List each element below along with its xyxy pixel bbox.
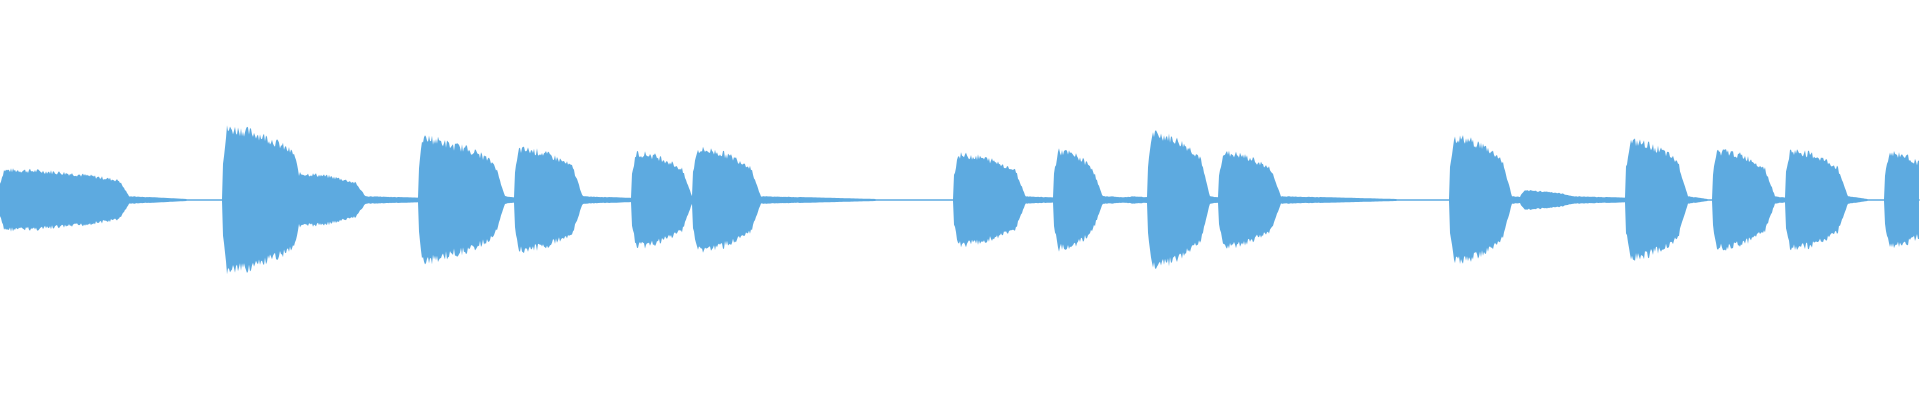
waveform-shape	[0, 125, 1920, 275]
